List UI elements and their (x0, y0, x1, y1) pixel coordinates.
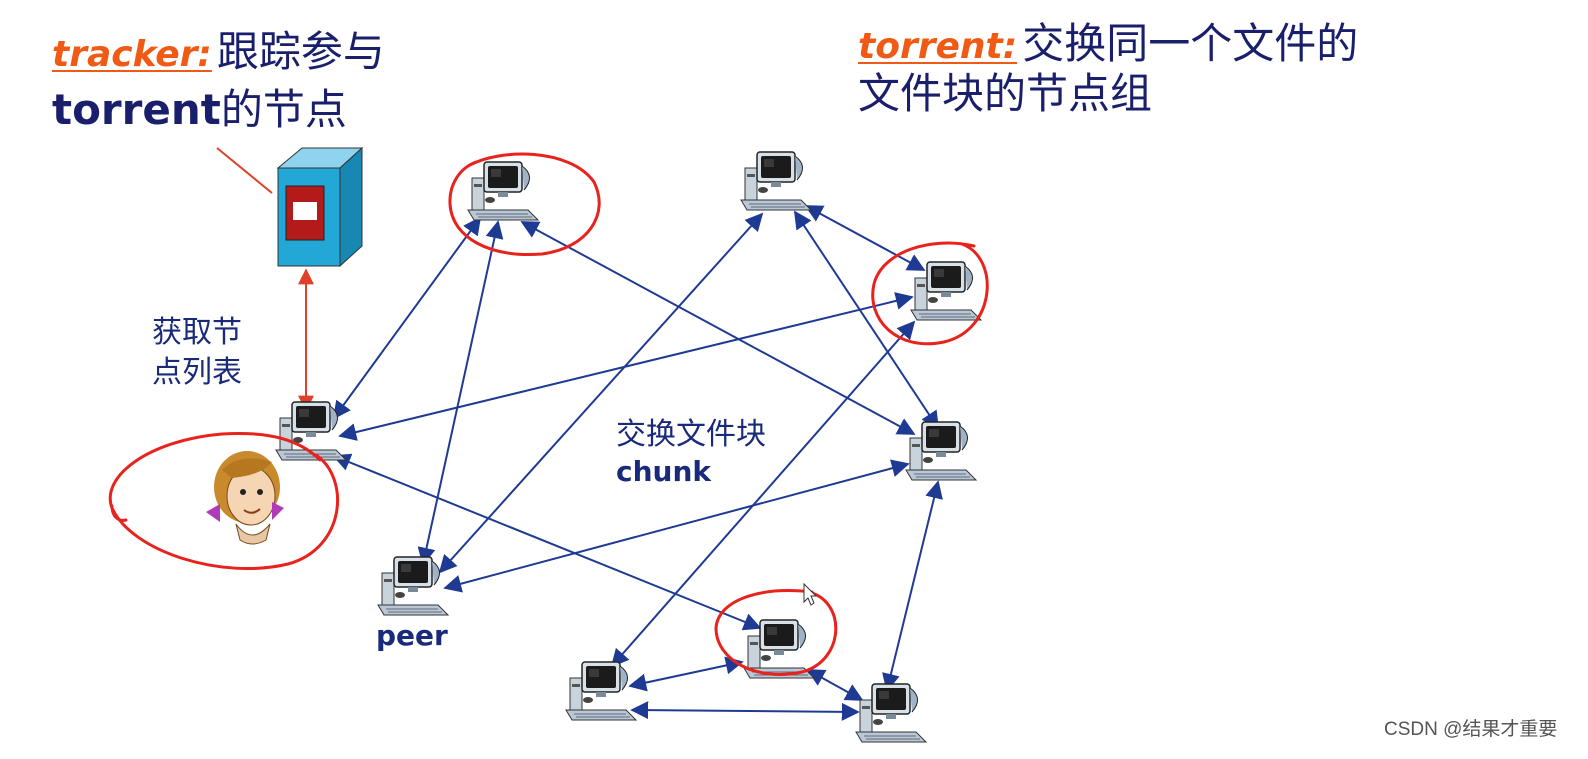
tracker-note-line1: tracker: 跟踪参与 (52, 27, 385, 76)
peer-computer-icon (905, 421, 977, 481)
highlight-circle-bottom-peer (714, 589, 838, 676)
tracker-note-line2: torrent的节点 (52, 85, 347, 134)
highlight-circle-user (108, 431, 340, 571)
link-upperright-bottomleft (610, 320, 916, 668)
tracker-server-icon (276, 146, 364, 268)
tracker-term: tracker: (52, 34, 212, 75)
get-peer-list-line2: 点列表 (152, 355, 242, 390)
watermark: CSDN @结果才重要 (1384, 719, 1558, 740)
peer-computer-icon (377, 556, 449, 616)
peer-computer-icon (743, 619, 815, 679)
link-bottomleft-bottomright (630, 701, 860, 721)
link-topright-upperright (804, 205, 926, 271)
highlight-circle-top-peer (448, 152, 601, 257)
mouse-cursor-icon (803, 582, 818, 606)
peer-computer-icon (910, 261, 982, 321)
torrent-desc-line2: 文件块的节点组 (858, 69, 1153, 118)
peer-computer-icon (855, 683, 927, 743)
tracker-desc-rest: 的节点 (220, 85, 347, 134)
link-top-peer (417, 220, 504, 566)
tracker-desc-line1: 跟踪参与 (216, 27, 385, 76)
peer-computer-icon (467, 161, 539, 221)
peer-computer-icon (565, 661, 637, 721)
get-peer-list-line1: 获取节 (152, 315, 242, 350)
link-bottommid-bottomright (806, 669, 864, 701)
torrent-desc-line1: 交换同一个文件的 (1022, 19, 1359, 68)
highlight-circle-right-peer (871, 241, 989, 346)
exchange-chunk-line2: chunk (616, 455, 712, 488)
tracker-desc-torrent: torrent (52, 85, 221, 134)
peer-label: peer (376, 619, 448, 652)
link-top-right (520, 221, 916, 435)
exchange-chunk-line1: 交换文件块 (616, 417, 766, 452)
user-avatar-icon (206, 451, 284, 545)
link-bottomleft-bottommid (628, 656, 744, 692)
torrent-note-line1: torrent: 交换同一个文件的 (858, 19, 1359, 68)
peer-computer-icon (740, 151, 812, 211)
torrent-term: torrent: (858, 26, 1018, 67)
link-right-bottomright (882, 480, 943, 692)
tracker-pointer-line (216, 147, 273, 194)
